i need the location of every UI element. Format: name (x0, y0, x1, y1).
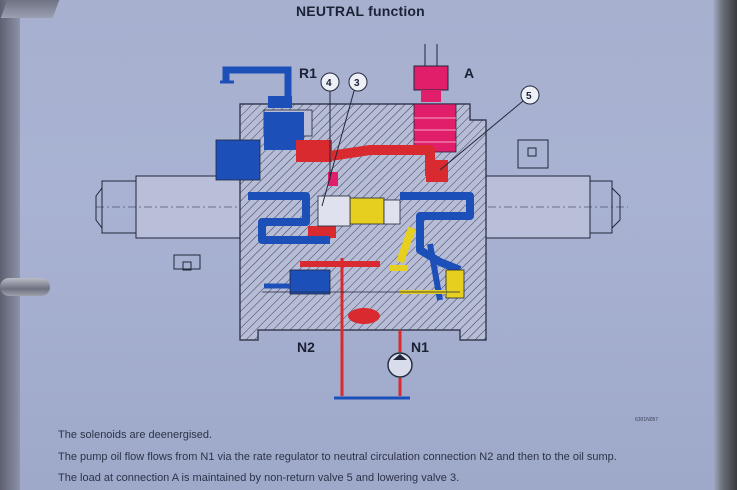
callouts (320, 72, 540, 207)
binder-spine (0, 0, 20, 490)
callout-3: 3 (354, 78, 360, 89)
port-pipes (334, 330, 413, 400)
return-channels (215, 139, 474, 301)
diagram-title: NEUTRAL function (296, 3, 425, 19)
port-label-r1: R1 (299, 65, 317, 81)
load-port-a (413, 44, 457, 153)
caption-line-2: The pump oil flow flows from N1 via the … (58, 451, 617, 463)
left-solenoid (95, 175, 300, 271)
callout-4: 4 (326, 78, 332, 89)
callout-5: 5 (526, 91, 532, 102)
port-label-a: A (464, 65, 474, 81)
page-edge (713, 0, 737, 490)
port-label-n2: N2 (297, 339, 315, 355)
figure-code: 6301N057 (635, 417, 659, 423)
caption-line-3: The load at connection A is maintained b… (58, 472, 460, 484)
binder-ring (0, 278, 50, 296)
port-label-n1: N1 (411, 339, 429, 355)
right-solenoid (440, 139, 628, 239)
caption-line-1: The solenoids are deenergised. (58, 429, 213, 441)
pressure-channels (296, 140, 448, 396)
